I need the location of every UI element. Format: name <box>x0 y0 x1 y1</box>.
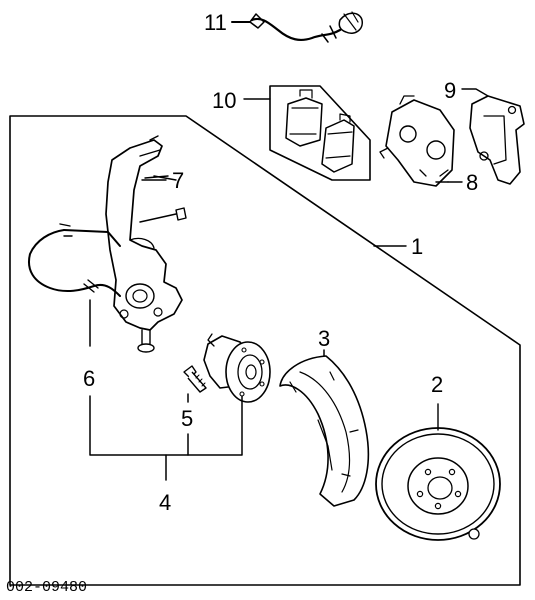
brake-caliper-part <box>379 95 455 187</box>
hub-bolt-part <box>183 365 207 393</box>
caliper-bracket-part <box>461 88 525 185</box>
brake-pads-part <box>243 85 371 181</box>
abs-sensor-harness <box>28 223 121 297</box>
callout-9: 9 <box>444 78 456 103</box>
figure-code: 002-09480 <box>6 579 87 596</box>
callout-5: 5 <box>181 406 193 431</box>
speed-sensor-wire-part <box>231 11 363 43</box>
dust-shield-part <box>279 349 370 507</box>
hub-bearing-part <box>203 333 271 403</box>
callout-4: 4 <box>159 490 171 515</box>
callout-3: 3 <box>318 326 330 351</box>
callout-2: 2 <box>431 372 443 397</box>
callout-8: 8 <box>466 170 478 195</box>
steering-knuckle-part <box>105 135 187 353</box>
callout-11: 11 <box>204 10 227 35</box>
callout-1: 1 <box>411 234 423 259</box>
callout-6: 6 <box>83 366 95 391</box>
callout-10: 10 <box>212 88 236 113</box>
callout-bracket-4 <box>89 299 243 481</box>
assembly-outline <box>9 115 521 586</box>
callout-7: 7 <box>172 168 184 193</box>
brake-rotor-part <box>375 403 501 541</box>
